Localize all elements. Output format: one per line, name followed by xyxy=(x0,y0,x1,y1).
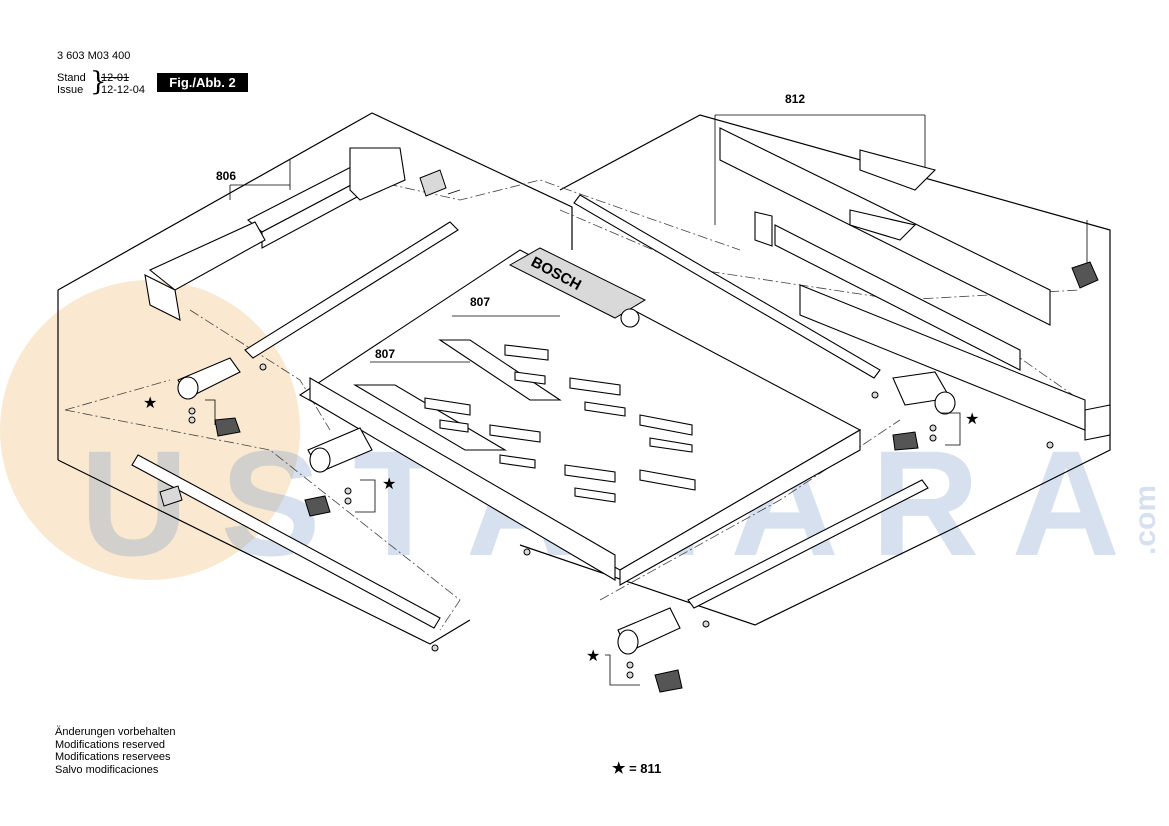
clamp-bracket-right xyxy=(892,371,956,451)
group-812-frame xyxy=(519,114,1111,626)
callout-807-upper: 807 xyxy=(470,295,490,309)
callout-806: 806 xyxy=(216,169,236,183)
document-number: 3 603 M03 400 xyxy=(57,50,131,62)
table-top: BOSCH xyxy=(298,247,862,586)
modification-notes: Änderungen vorbehalten Modifications res… xyxy=(55,726,175,776)
round-rod-right xyxy=(573,194,929,609)
extension-rail-806 xyxy=(144,147,461,321)
note-fr: Modifications reservees xyxy=(55,751,171,763)
watermark-suffix: .com xyxy=(1129,485,1162,555)
legend-star-icon: ★ xyxy=(612,760,626,777)
note-es: Salvo modificaciones xyxy=(55,763,159,776)
callout-812: 812 xyxy=(785,92,805,106)
stand-label: Stand xyxy=(57,72,86,84)
clamp-bracket-upper-left xyxy=(177,357,241,437)
star-marker-bottom: ★ xyxy=(586,646,600,665)
figure-badge: Fig./Abb. 2 xyxy=(157,73,248,92)
slide-strips-807 xyxy=(352,315,696,503)
callout-807-lower: 807 xyxy=(375,347,395,361)
note-en: Modifications reserved xyxy=(55,738,166,751)
brace-glyph: } xyxy=(90,67,107,97)
legend-text: = 811 xyxy=(629,761,662,776)
issue-label: Issue xyxy=(57,84,84,96)
star-marker-right: ★ xyxy=(965,409,979,428)
note-de: Änderungen vorbehalten xyxy=(55,726,176,738)
star-marker-upper-left: ★ xyxy=(143,393,157,412)
clamp-bracket-bottom xyxy=(617,607,683,693)
star-marker-mid-left: ★ xyxy=(382,474,396,493)
round-rod-lower xyxy=(131,454,441,629)
screws xyxy=(188,363,1054,679)
stand-date: 12-01 xyxy=(101,72,130,84)
brand-logo-icon xyxy=(620,308,640,328)
legend: ★ = 811 xyxy=(612,759,661,777)
issue-date: 12-12-04 xyxy=(101,84,146,96)
round-rod-upper xyxy=(244,221,459,359)
group-806-frame xyxy=(57,112,573,645)
rip-fence-812 xyxy=(719,127,1111,441)
clamp-bracket-mid-left xyxy=(304,427,373,517)
